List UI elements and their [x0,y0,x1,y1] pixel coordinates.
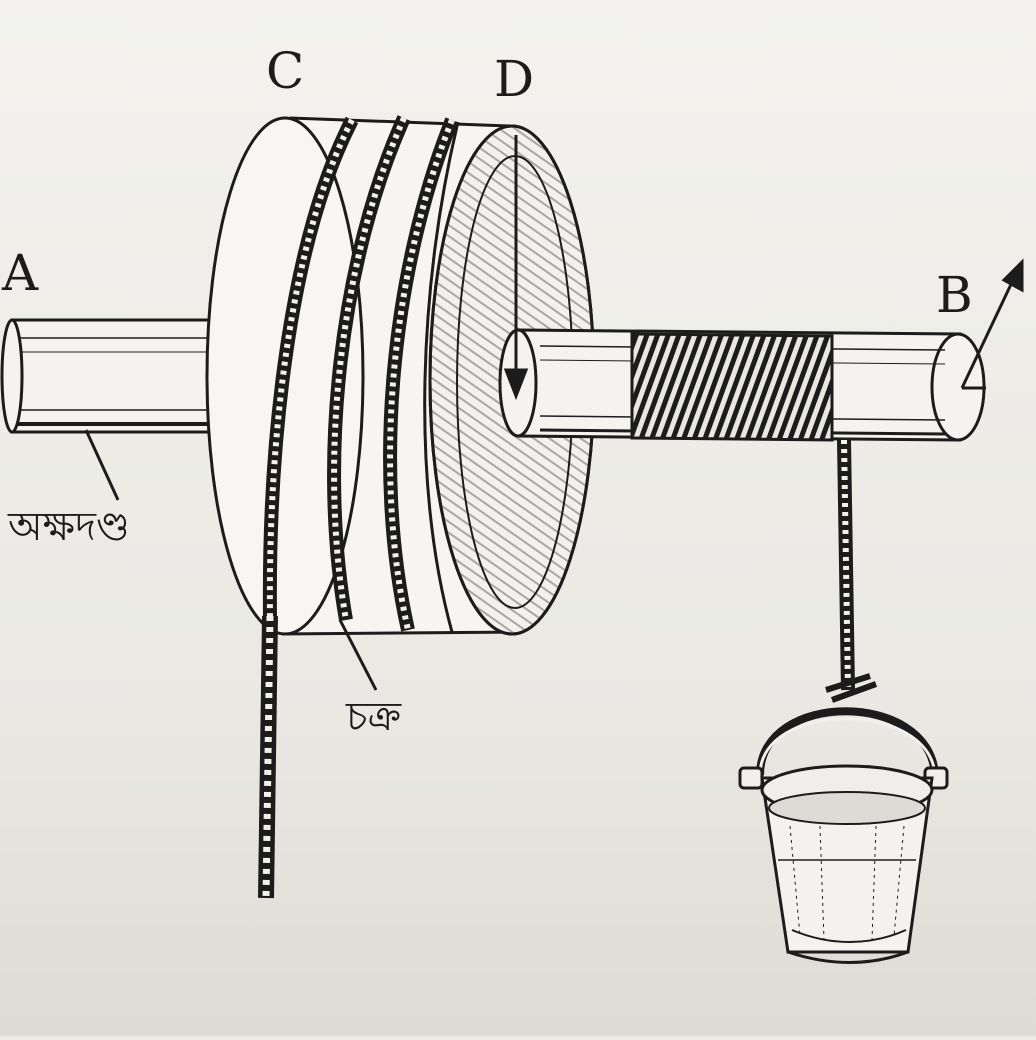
radius-arrow-wheel [503,135,529,401]
label-c: C [266,42,304,100]
bucket [738,707,949,964]
axle-rope-coil [630,332,834,442]
load-rope [825,439,878,703]
label-wheel: চক্র [345,694,402,740]
wheel-rope-coils [262,115,460,633]
wheel-leader-line [338,619,378,691]
radius-arrow-axle [960,258,1024,390]
label-d: D [494,50,534,108]
axle-left [0,318,217,434]
label-axle: অক্ষদণ্ড [7,504,130,550]
axle-leader-line [84,429,120,501]
label-a: A [1,244,39,302]
label-b: B [936,266,973,324]
effort-rope [258,615,278,899]
